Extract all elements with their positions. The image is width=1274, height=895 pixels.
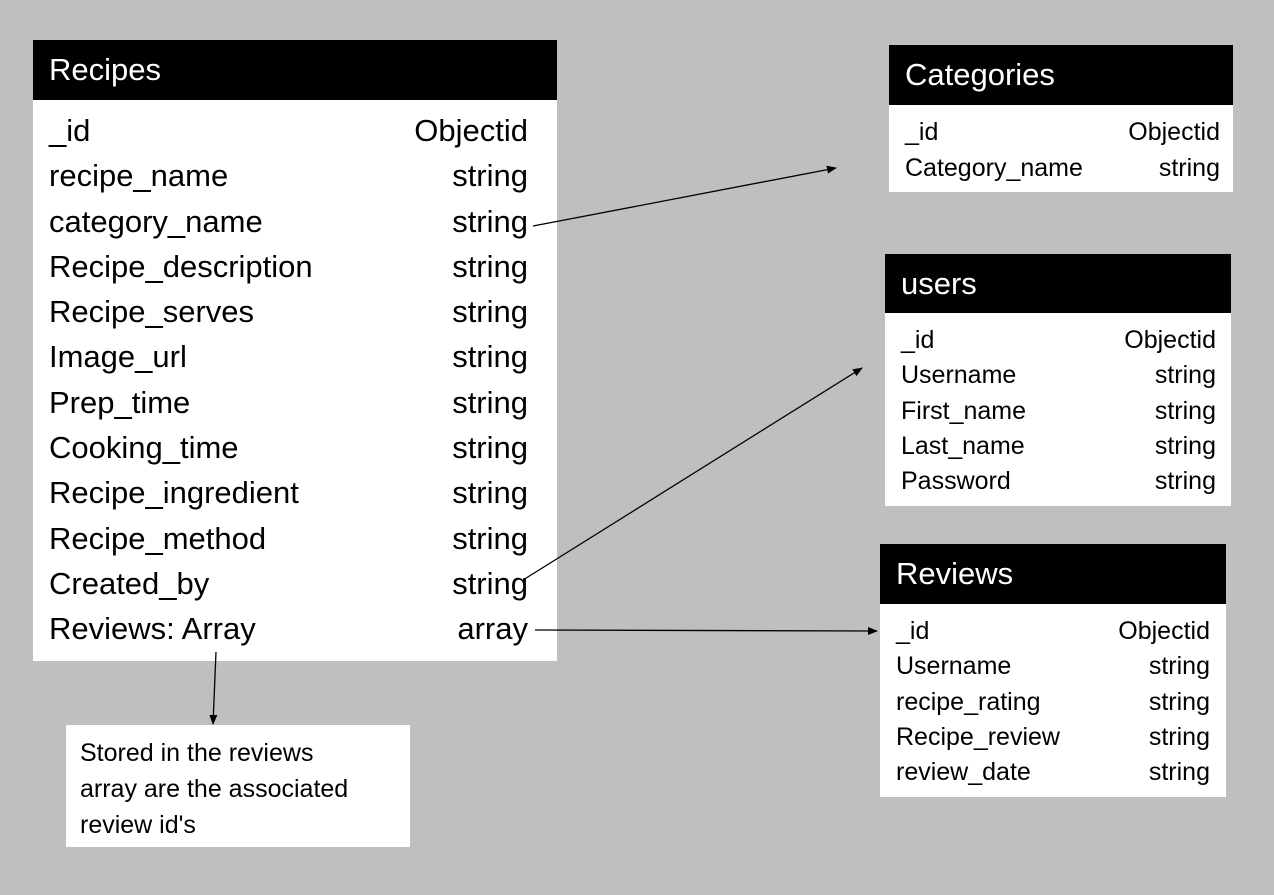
field-type: string (452, 158, 528, 194)
field-name: Recipe_method (49, 520, 267, 556)
field-type: string (452, 475, 528, 511)
field-row: Recipe_review string (880, 721, 1226, 756)
field-row: review_date string (880, 756, 1226, 791)
category-name-to-categories-arrow (532, 165, 837, 227)
field-row: Created_by string (33, 563, 557, 608)
field-type: string (1154, 361, 1216, 390)
field-type: Objectid (1124, 326, 1216, 354)
field-row: Password string (885, 465, 1231, 500)
field-type: array (457, 611, 528, 647)
field-type: string (452, 430, 528, 466)
field-name: Reviews: Array (49, 611, 256, 647)
field-type: string (452, 248, 528, 284)
field-row: Image_url string (33, 336, 557, 381)
field-name: Recipe_description (49, 248, 313, 284)
field-type: string (452, 339, 528, 375)
field-row: Username string (885, 359, 1231, 394)
field-type: string (1154, 467, 1216, 496)
field-type: string (452, 565, 528, 601)
field-type: string (452, 520, 528, 556)
field-type: string (1148, 652, 1210, 681)
field-type: string (1148, 722, 1210, 751)
field-type: Objectid (1118, 617, 1210, 645)
reviews-array-note: Stored in the reviews array are the asso… (66, 725, 410, 847)
field-row: Prep_time string (33, 382, 557, 427)
field-name: _id (49, 113, 91, 148)
field-row: _id Objectid (880, 615, 1226, 650)
field-row: Cooking_time string (33, 427, 557, 472)
field-type: string (1158, 154, 1220, 182)
field-row: recipe_name string (33, 155, 557, 200)
reviews-table-header: Reviews (880, 544, 1226, 604)
field-row: _id Objectid (889, 116, 1233, 152)
field-name: _id (905, 118, 939, 146)
note-line: review id's (80, 811, 196, 839)
categories-field-list: _id Objectid Category_name string (889, 105, 1233, 188)
field-row: Category_name string (889, 152, 1233, 188)
field-name: Last_name (901, 431, 1025, 460)
field-type: string (452, 203, 528, 239)
field-type: string (1154, 396, 1216, 425)
field-row: Username string (880, 650, 1226, 685)
field-name: Username (901, 361, 1017, 390)
field-type: string (1148, 687, 1210, 716)
note-line: Stored in the reviews (80, 739, 314, 767)
categories-table-header: Categories (889, 45, 1233, 105)
field-name: Recipe_ingredient (49, 475, 299, 511)
field-name: Username (896, 652, 1012, 681)
field-row: recipe_rating string (880, 686, 1226, 721)
field-name: First_name (901, 396, 1027, 425)
reviews-table-title: Reviews (896, 556, 1014, 591)
categories-table-title: Categories (905, 57, 1055, 92)
reviews-table: Reviews _id Objectid Username string recip… (880, 544, 1226, 797)
field-row: Recipe_serves string (33, 291, 557, 336)
field-type: string (452, 294, 528, 330)
field-name: Cooking_time (49, 430, 239, 466)
field-row: category_name string (33, 201, 557, 246)
recipes-table-title: Recipes (49, 52, 161, 87)
note-line: array are the associated (80, 775, 349, 803)
field-name: Prep_time (49, 384, 191, 420)
users-table: users _id Objectid Username string First_n… (885, 254, 1231, 506)
field-name: Password (901, 467, 1011, 496)
field-row: Last_name string (885, 430, 1231, 465)
reviews-array-to-note-arrow (209, 651, 218, 725)
field-type: Objectid (1128, 118, 1220, 146)
field-name: Recipe_serves (49, 294, 255, 330)
field-name: _id (896, 617, 930, 645)
users-table-header: users (885, 254, 1231, 313)
field-type: Objectid (414, 113, 528, 148)
field-name: _id (901, 326, 935, 354)
users-table-title: users (901, 265, 977, 301)
field-row: Recipe_ingredient string (33, 472, 557, 517)
field-row: Reviews: Array array (33, 608, 557, 653)
categories-table: Categories _id Objectid Category_name stri… (889, 45, 1233, 192)
field-type: string (452, 384, 528, 420)
field-name: Recipe_review (896, 722, 1060, 751)
field-name: Image_url (49, 339, 187, 375)
created-by-to-users-arrow (522, 367, 863, 581)
field-name: category_name (49, 203, 263, 239)
field-row: _id Objectid (885, 324, 1231, 359)
field-row: _id Objectid (33, 110, 557, 155)
recipes-table-header: Recipes (33, 40, 557, 100)
field-row: Recipe_description string (33, 246, 557, 291)
field-name: recipe_rating (896, 687, 1041, 716)
field-name: Created_by (49, 565, 210, 601)
field-type: string (1154, 431, 1216, 460)
field-row: Recipe_method string (33, 518, 557, 563)
reviews-field-list: _id Objectid Username string recipe_rating… (880, 604, 1226, 791)
reviews-array-to-reviews-arrow (534, 626, 878, 635)
field-row: First_name string (885, 395, 1231, 430)
field-type: string (1148, 758, 1210, 787)
field-name: Category_name (905, 154, 1083, 182)
field-name: review_date (896, 758, 1031, 787)
field-name: recipe_name (49, 158, 229, 194)
